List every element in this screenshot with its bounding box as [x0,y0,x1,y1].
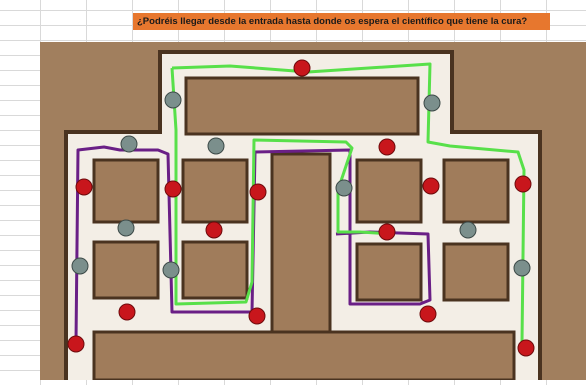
question-cell[interactable]: ¿Podréis llegar desde la entrada hasta d… [133,13,550,30]
maze-board-photo [40,42,586,380]
